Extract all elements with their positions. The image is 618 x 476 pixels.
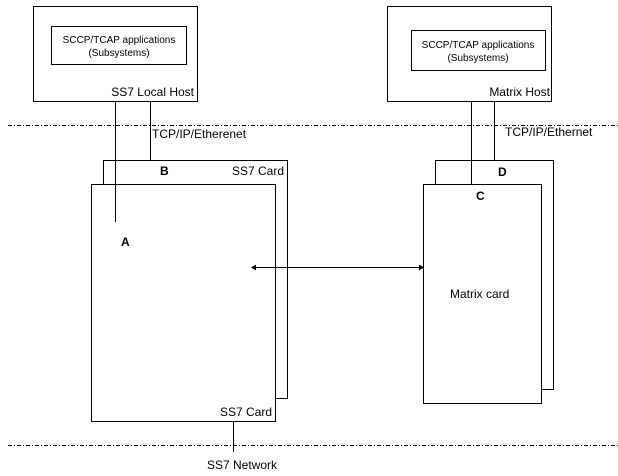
ss7-card-back-label: SS7 Card — [232, 164, 284, 178]
matrix-card: D C Matrix card — [423, 160, 554, 404]
local-apps-box — [51, 26, 187, 65]
point-d-label: D — [498, 165, 507, 179]
ss7-local-host: SCCP/TCAP applications (Subsystems) SS7 … — [33, 6, 198, 102]
matrix-apps-label: SCCP/TCAP applications — [422, 40, 535, 51]
local-apps-label: SCCP/TCAP applications — [63, 35, 176, 46]
matrix-card-front — [423, 184, 542, 404]
point-b-label: B — [160, 164, 169, 178]
matrix-host: SCCP/TCAP applications (Subsystems) Matr… — [387, 6, 552, 102]
matrix-apps-sublabel: (Subsystems) — [447, 53, 508, 64]
bidirectional-arrow — [251, 264, 424, 271]
matrix-card-label: Matrix card — [450, 287, 509, 301]
ss7-network-label: SS7 Network — [207, 458, 278, 472]
local-host-label: SS7 Local Host — [111, 85, 194, 99]
matrix-apps-box — [411, 30, 546, 71]
ss7-card-front — [91, 184, 276, 422]
point-c-label: C — [476, 189, 485, 203]
matrix-host-label: Matrix Host — [489, 85, 550, 99]
local-apps-sublabel: (Subsystems) — [88, 48, 149, 59]
arrow-head-right-icon — [419, 264, 424, 271]
arrow-head-left-icon — [251, 264, 256, 271]
ss7-card-front-label: SS7 Card — [220, 405, 272, 419]
point-a-label: A — [121, 235, 130, 249]
ss7-card: B SS7 Card A SS7 Card — [91, 160, 288, 422]
tcpip-right-label: TCP/IP/Ethernet — [505, 125, 593, 139]
tcpip-left-label: TCP/IP/Etherenet — [152, 127, 247, 141]
